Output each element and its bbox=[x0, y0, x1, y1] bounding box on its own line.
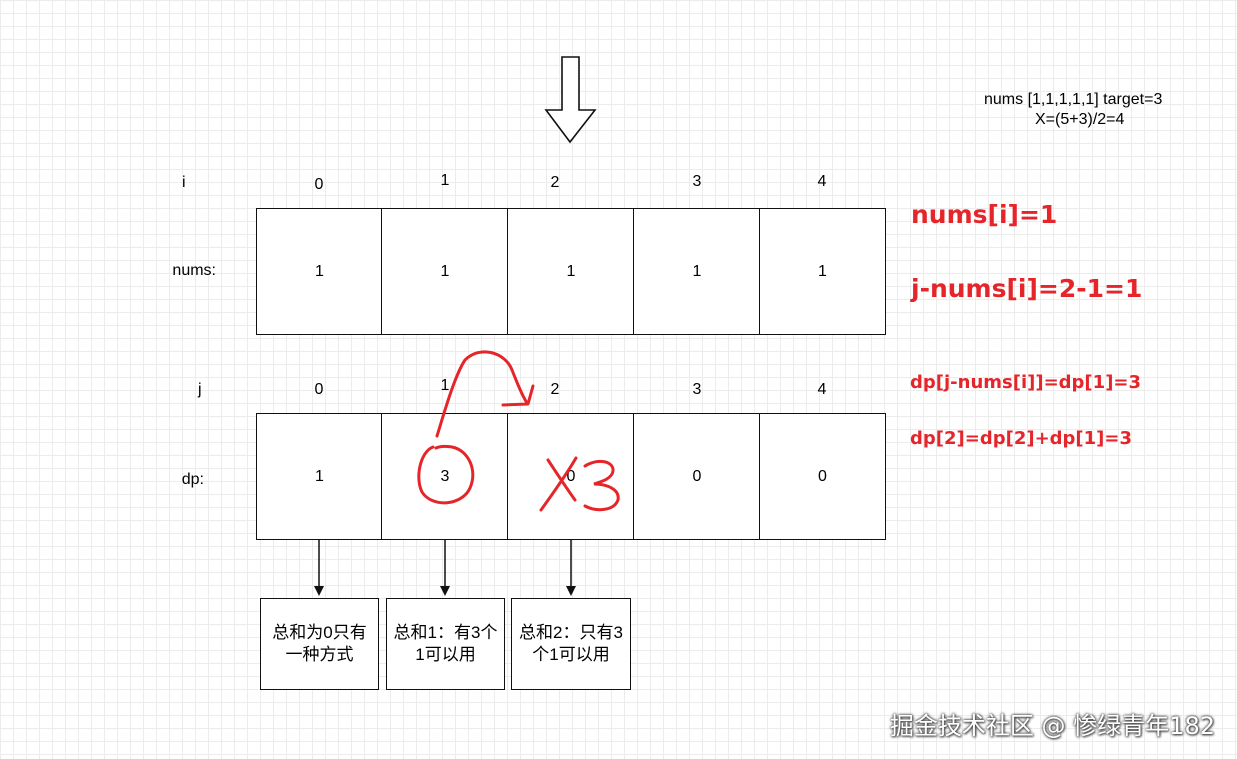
dp-value: 0 bbox=[818, 467, 827, 485]
dp-cell-0: 1 bbox=[256, 413, 383, 540]
j-label: j bbox=[198, 381, 202, 398]
handwritten-x-mark bbox=[539, 456, 578, 512]
j-index-3: 3 bbox=[692, 381, 702, 398]
note-text: 总和2：只有3个1可以用 bbox=[519, 623, 623, 664]
nums-value: 1 bbox=[818, 262, 827, 280]
i-index-4: 4 bbox=[817, 173, 827, 190]
nums-cell-1: 1 bbox=[381, 208, 509, 335]
nums-value: 1 bbox=[692, 262, 702, 280]
i-index-0: 0 bbox=[314, 176, 324, 193]
note-sum-2: 总和2：只有3个1可以用 bbox=[511, 598, 631, 690]
watermark: 掘金技术社区 @ 惨绿青年182 bbox=[889, 712, 1215, 740]
nums-cell-3: 1 bbox=[633, 208, 761, 335]
handwritten-three-mark bbox=[583, 459, 620, 512]
note-sum-0: 总和为0只有一种方式 bbox=[260, 598, 379, 690]
i-index-3: 3 bbox=[692, 173, 702, 190]
connector-arrow-2 bbox=[566, 540, 576, 596]
i-index-1: 1 bbox=[440, 172, 450, 189]
formula-j-minus-nums-i: j-nums[i]=2-1=1 bbox=[911, 274, 1143, 303]
formula-dp-lookup: dp[j-nums[i]]=dp[1]=3 bbox=[910, 372, 1142, 393]
connector-arrow-1 bbox=[440, 540, 450, 596]
note-sum-1: 总和1：有3个1可以用 bbox=[386, 598, 505, 690]
hollow-down-arrow-icon bbox=[544, 56, 597, 144]
dp-value: 0 bbox=[692, 467, 702, 485]
dp-value: 0 bbox=[566, 467, 576, 485]
formula-dp-update: dp[2]=dp[2]+dp[1]=3 bbox=[910, 428, 1133, 449]
i-index-2: 2 bbox=[550, 174, 560, 191]
nums-value: 1 bbox=[315, 262, 324, 280]
header-line-2: X=(5+3)/2=4 bbox=[1035, 111, 1125, 128]
dp-value: 1 bbox=[315, 467, 324, 485]
dp-cell-3: 0 bbox=[633, 413, 761, 540]
dp-cell-4: 0 bbox=[759, 413, 886, 540]
handwritten-arrowhead bbox=[501, 384, 535, 407]
handwritten-circle bbox=[417, 444, 475, 505]
handwritten-curve-arrow bbox=[435, 350, 529, 438]
j-index-4: 4 bbox=[817, 381, 827, 398]
connector-arrow-0 bbox=[314, 540, 324, 596]
formula-nums-i: nums[i]=1 bbox=[911, 200, 1058, 229]
i-label: i bbox=[182, 174, 186, 191]
dp-value: 3 bbox=[440, 467, 450, 485]
header-line-1: nums [1,1,1,1,1] target=3 bbox=[984, 91, 1163, 108]
j-index-0: 0 bbox=[314, 381, 324, 398]
nums-value: 1 bbox=[440, 262, 450, 280]
j-index-2: 2 bbox=[550, 381, 560, 398]
note-text: 总和为0只有一种方式 bbox=[272, 623, 367, 664]
handwritten-label: X3 bbox=[1, 0, 3, 2]
note-text: 总和1：有3个1可以用 bbox=[393, 623, 498, 664]
dp-label: dp: bbox=[181, 471, 204, 488]
nums-cell-4: 1 bbox=[759, 208, 886, 335]
j-index-1: 1 bbox=[440, 377, 450, 394]
nums-value: 1 bbox=[566, 262, 576, 280]
nums-label: nums: bbox=[172, 262, 216, 279]
dp-cell-1: 3 bbox=[381, 413, 509, 540]
